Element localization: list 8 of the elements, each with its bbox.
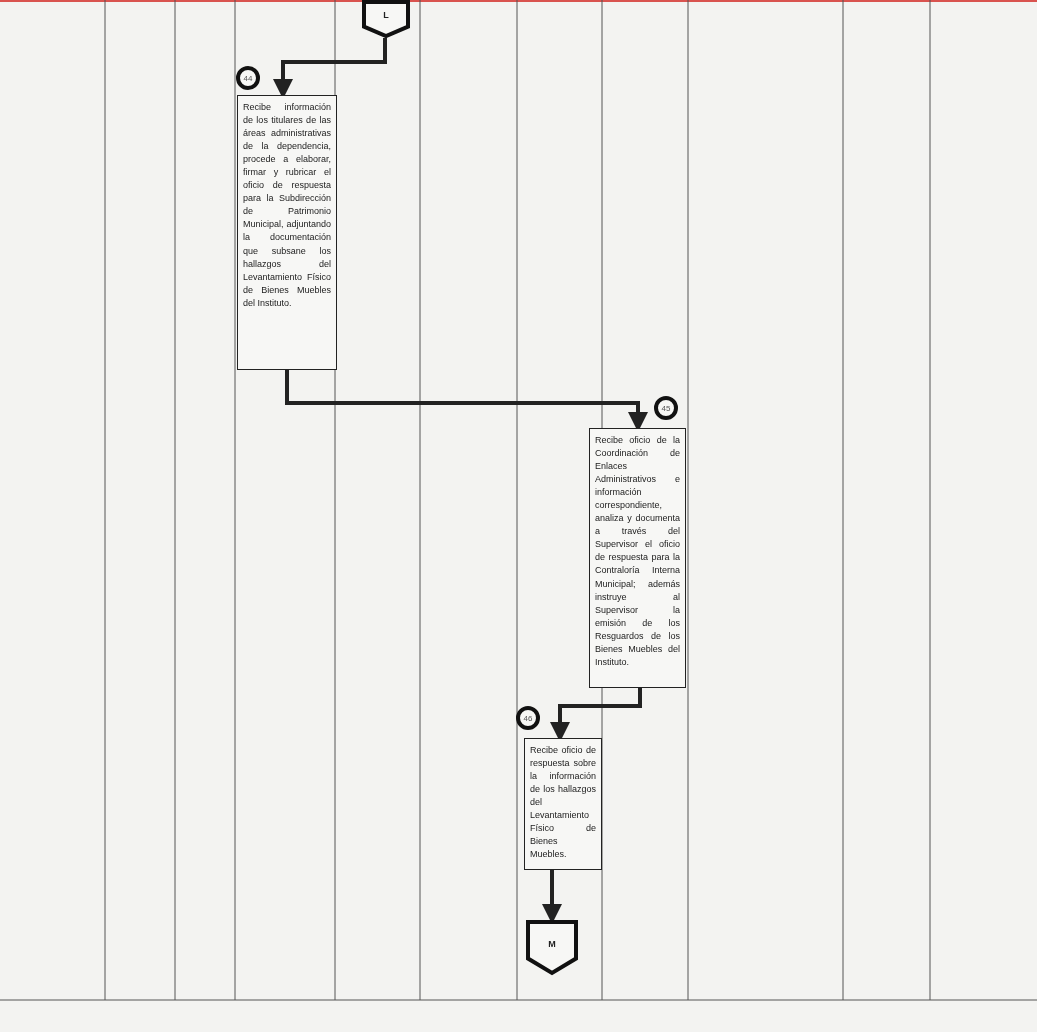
process-box: Recibe oficio de respuesta sobre la información de los hallazgos del Levantamiento Físico de Bienes Muebles. — [524, 738, 602, 870]
process-box: Recibe información de los titulares de las áreas administrativas de la dependencia, procede a elaborar, firmar y rubricar el oficio de respuesta para la Subdirección de Patrimonio Municipal, adjuntando la documentación que subsane los hallazgos del Levantamiento Físico de Bienes Muebles del Instituto. — [237, 95, 337, 370]
step-number-circle: 46 — [516, 706, 540, 730]
off-page-connector: M — [526, 920, 578, 975]
process-box: Recibe oficio de la Coordinación de Enlaces Administrativos e información correspondiente, analiza y documenta a través del Supervisor el oficio de respuesta para la Contraloría Interna Municipal; además instruye al Supervisor la emisión de los Resguardos de los Bienes Muebles del Instituto. — [589, 428, 686, 688]
step-number-circle: 45 — [654, 396, 678, 420]
step-number-circle: 44 — [236, 66, 260, 90]
off-page-connector: L — [362, 0, 410, 38]
